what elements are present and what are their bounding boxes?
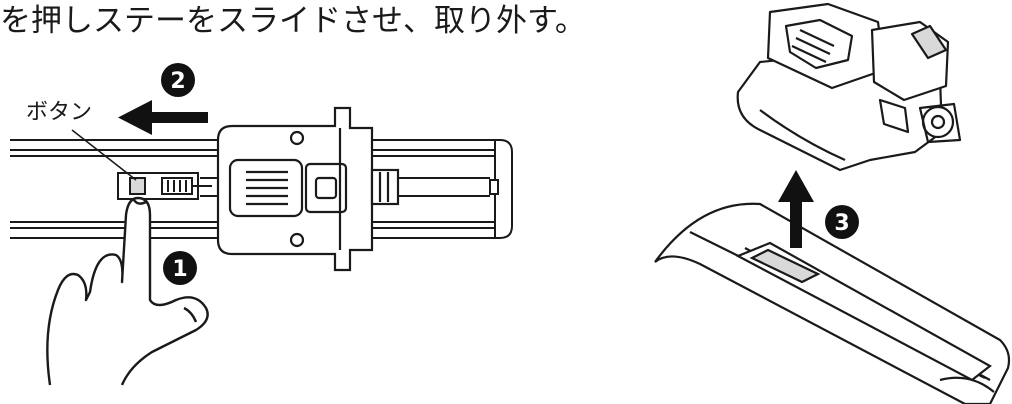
lift-arrow-icon bbox=[778, 170, 814, 248]
button-callout-label: ボタン bbox=[26, 100, 93, 125]
finger-press-icon bbox=[46, 196, 209, 386]
step-2-marker: 2 bbox=[161, 63, 195, 97]
step-3-number: 3 bbox=[834, 211, 849, 236]
stay-assembly-top-view bbox=[216, 106, 400, 272]
instruction-caption: を押しステーをスライドさせ、取り外す。 bbox=[0, 3, 586, 39]
step-2-number: 2 bbox=[170, 69, 185, 94]
step-3-marker: 3 bbox=[825, 205, 859, 239]
step-1-number: 1 bbox=[172, 257, 187, 282]
button-leader-line bbox=[71, 129, 137, 181]
slide-arrow-icon bbox=[118, 100, 208, 135]
stay-assembly-detached bbox=[736, 2, 962, 172]
rail-perspective-view bbox=[654, 202, 1011, 404]
step-1-marker: 1 bbox=[163, 251, 197, 285]
release-button bbox=[117, 172, 212, 200]
